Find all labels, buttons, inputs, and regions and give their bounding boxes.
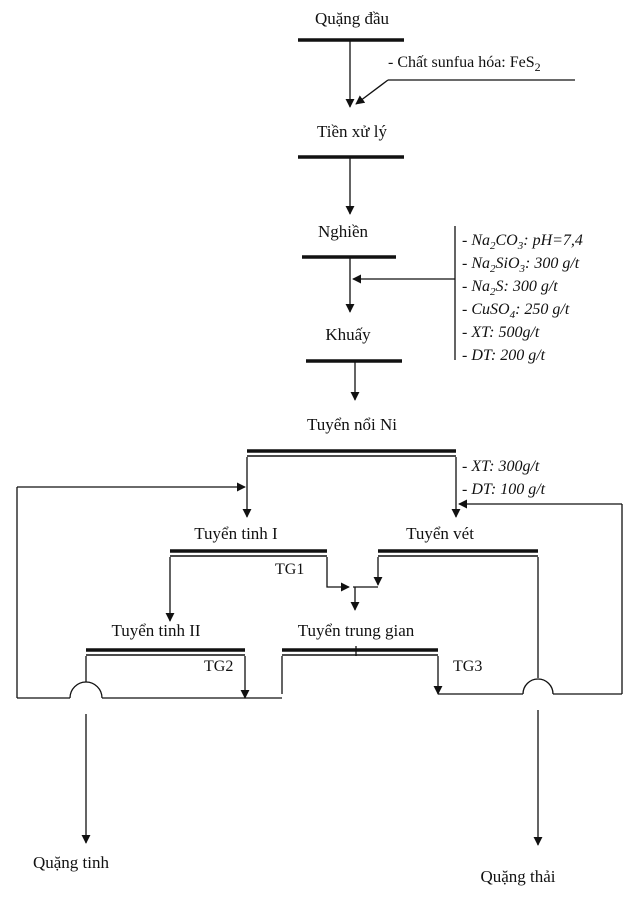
node-tien-xu-ly-label: Tiền xử lý <box>317 122 387 141</box>
concentrate-crossover <box>69 681 103 699</box>
node-khuay-label: Khuấy <box>325 325 371 344</box>
reagent-item: - Na2CO3: pH=7,4 <box>462 232 583 252</box>
node-nghien-label: Nghiền <box>318 222 369 241</box>
node-tuyen-tinh-1-label: Tuyển tinh I <box>194 524 278 543</box>
node-tuyen-trung-gian-label: Tuyển trung gian <box>298 621 415 640</box>
node-tuyen-vet-label: Tuyển vét <box>406 524 474 543</box>
node-quang-tinh-label: Quặng tinh <box>33 853 110 872</box>
sulfidizer-note: - Chất sunfua hóa: FeS2 <box>388 54 541 74</box>
reagent-item: - DT: 200 g/t <box>462 347 546 364</box>
stream-label-tg3: TG3 <box>453 658 482 675</box>
reagent-item: - XT: 300g/t <box>462 458 540 475</box>
node-tuyen-tinh-2-label: Tuyển tinh II <box>111 621 200 640</box>
node-tuyen-noi-ni-label: Tuyển nổi Ni <box>307 415 397 434</box>
reagent-list-grinding: - Na2CO3: pH=7,4 - Na2SiO3: 300 g/t - Na2S… <box>462 232 583 364</box>
reagent-item: - Na2S: 300 g/t <box>462 278 558 298</box>
reagent-item: - CuSO4: 250 g/t <box>462 301 570 321</box>
reagent-list-scavenger: - XT: 300g/t - DT: 100 g/t <box>462 458 546 498</box>
reagent-item: - DT: 100 g/t <box>462 481 546 498</box>
node-quang-dau-label: Quặng đầu <box>315 9 390 28</box>
reagent-item: - Na2SiO3: 300 g/t <box>462 255 580 275</box>
tailings-crossover <box>522 678 554 695</box>
stream-label-tg1: TG1 <box>275 561 304 578</box>
reagent-item: - XT: 500g/t <box>462 324 540 341</box>
sulfidizer-feed-arrow <box>355 79 389 105</box>
node-quang-thai-label: Quặng thải <box>480 867 555 886</box>
stream-label-tg2: TG2 <box>204 658 233 675</box>
flow-tg1 <box>326 557 350 592</box>
